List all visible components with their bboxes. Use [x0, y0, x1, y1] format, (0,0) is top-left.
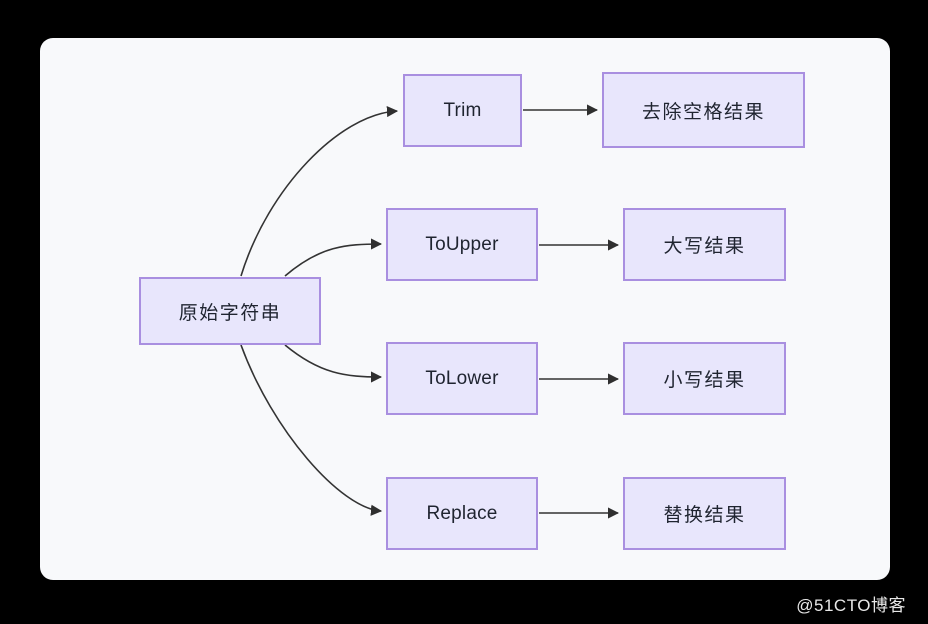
node-trim-label: Trim [443, 99, 482, 121]
node-replace-label: Replace [426, 502, 498, 524]
node-trim-result[interactable]: 去除空格结果 [602, 72, 805, 148]
watermark: @51CTO博客 [796, 596, 906, 615]
node-toupper-result[interactable]: 大写结果 [623, 208, 786, 281]
node-source[interactable]: 原始字符串 [139, 277, 321, 345]
diagram-card: 原始字符串 Trim 去除空格结果 ToUpper 大写结果 ToLower 小… [40, 38, 890, 580]
node-toupper-label: ToUpper [425, 233, 499, 255]
edge-source-to-tolower [284, 344, 383, 383]
node-tolower-result-label: 小写结果 [663, 370, 746, 391]
node-source-label: 原始字符串 [178, 302, 282, 324]
edge-source-to-trim [240, 105, 399, 277]
node-replace-result[interactable]: 替换结果 [623, 477, 786, 550]
node-replace-result-label: 替换结果 [663, 505, 746, 526]
flow-edges [240, 104, 620, 519]
node-trim[interactable]: Trim [403, 74, 522, 147]
node-tolower-label: ToLower [425, 367, 499, 389]
node-toupper[interactable]: ToUpper [386, 208, 538, 281]
edge-source-to-toupper [284, 238, 383, 277]
node-toupper-result-label: 大写结果 [663, 236, 746, 257]
node-trim-result-label: 去除空格结果 [641, 101, 765, 123]
edge-source-to-replace [240, 344, 383, 516]
node-tolower-result[interactable]: 小写结果 [623, 342, 786, 415]
node-replace[interactable]: Replace [386, 477, 538, 550]
node-tolower[interactable]: ToLower [386, 342, 538, 415]
